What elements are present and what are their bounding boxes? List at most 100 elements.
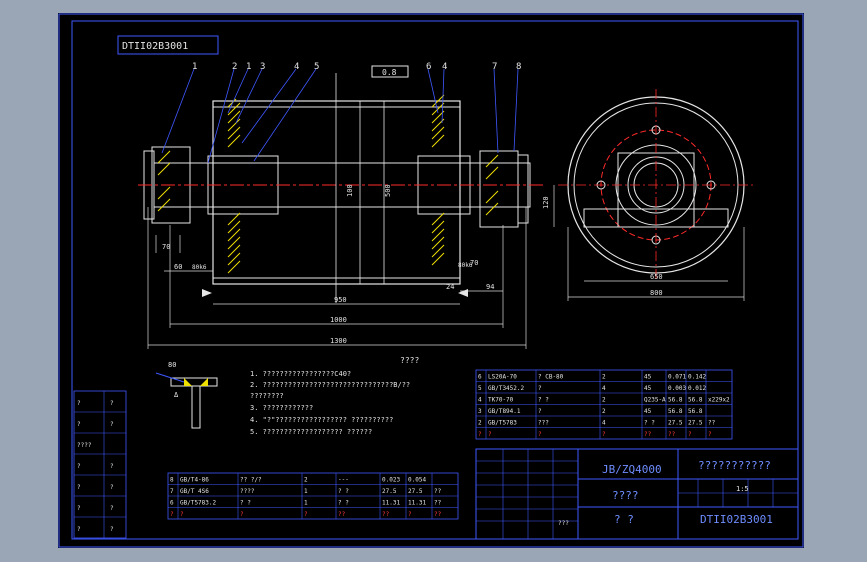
parts-right-cell: TK70-70: [488, 397, 514, 404]
dim-bearing-right: 80k6: [458, 262, 473, 269]
weld-detail: 80 Δ: [155, 361, 218, 429]
parts-right-cell: 0.003: [668, 385, 686, 392]
parts-right-cell: Q235-A: [644, 397, 666, 404]
parts-left-cell: ??: [434, 500, 442, 507]
left-table-cell: ????: [77, 442, 92, 449]
parts-right-cell: LS20A-70: [488, 374, 517, 381]
hatch-left-bottom: [227, 212, 241, 274]
note-2: 2. ???????????????????????????????B/??: [250, 381, 410, 389]
parts-right-cell: 27.5: [668, 420, 683, 427]
dim-shaft-d: 100: [346, 184, 354, 197]
left-table-cell: ?: [110, 484, 114, 491]
parts-right-cell: ???: [538, 420, 549, 427]
title-scale: 1:5: [736, 485, 749, 493]
parts-left-cell: 27.5: [382, 488, 397, 495]
dim-drum: 950: [334, 296, 347, 304]
drawing-sheet: DTII02B3001: [58, 13, 804, 548]
leader-num-5: 4: [294, 62, 299, 72]
left-table-cell: ?: [77, 421, 81, 428]
left-table-cell: ?: [110, 463, 114, 470]
hatch-bearings: [157, 150, 499, 216]
leader-num-2: 2: [232, 62, 237, 72]
leader-num-10: 8: [516, 62, 521, 72]
left-side-table: ????????????????: [73, 390, 127, 539]
leader-num-4: 3: [260, 62, 265, 72]
left-table-cell: ?: [77, 526, 81, 533]
parts-left-cell: ?: [304, 511, 308, 518]
parts-left-cell: ? ?: [338, 500, 349, 507]
note-2b: ????????: [250, 392, 284, 400]
parts-left-cell: GB/T 4S6: [180, 488, 209, 495]
title-drawing-no: DTII02B3001: [700, 513, 773, 526]
parts-right-cell: 56.8: [668, 397, 683, 404]
parts-right-cell: ? ?: [538, 397, 549, 404]
parts-right-cell: 56.8: [668, 408, 683, 415]
title-sub: ????: [612, 489, 639, 502]
parts-left-cell: ??: [338, 511, 346, 518]
parts-left-cell: 2: [304, 477, 308, 484]
weld-plate: [170, 377, 218, 387]
left-table-cell: ?: [110, 400, 114, 407]
parts-left-cell: ??: [434, 511, 442, 518]
parts-right-cell: 27.5: [688, 420, 703, 427]
inner-border: [71, 20, 799, 540]
left-table-cell: ?: [110, 421, 114, 428]
parts-left-cell: GB/T4-86: [180, 477, 209, 484]
parts-left-cell: ??: [434, 488, 442, 495]
parts-left-cell: 1: [304, 500, 308, 507]
note-1: 1. ?????????????????C40?: [250, 370, 351, 378]
parts-left-cell: ? ?: [338, 488, 349, 495]
parts-right-cell: ?: [538, 431, 542, 438]
left-table-cell: ?: [77, 505, 81, 512]
title-name: ???????????: [698, 459, 771, 472]
parts-right-cell: GB/T894.1: [488, 408, 521, 415]
hatch-left-top: [227, 98, 241, 148]
parts-right-cell: 0.142: [688, 374, 706, 381]
dim-side-overall: 800: [650, 289, 663, 297]
parts-left-cell: 8: [170, 477, 174, 484]
parts-left-cell: 1: [304, 488, 308, 495]
hatch-right-bottom: [431, 212, 445, 266]
left-table-cell: ?: [77, 463, 81, 470]
outer-border: [58, 13, 804, 548]
left-table-cell: ?: [77, 400, 81, 407]
parts-right-cell: ?: [538, 385, 542, 392]
leader-numbers: 1 2 1 3 4 5 6 4 7 8: [192, 62, 521, 72]
parts-right-cell: 4: [602, 420, 606, 427]
weld-leader: [155, 372, 185, 383]
title-block-frame: [475, 448, 799, 540]
parts-left-cell: ?: [240, 511, 244, 518]
dimension-lines: [147, 207, 527, 349]
parts-left-cell: ?: [180, 511, 184, 518]
note-3: 3. ????????????: [250, 404, 313, 412]
tolerance-value: 0.8: [382, 68, 397, 77]
leader-num-7: 6: [426, 62, 431, 72]
dim-small-right: 70: [470, 259, 478, 267]
parts-right-cell: 2: [602, 408, 606, 415]
notes-block: 1. ?????????????????C40? 2. ????????????…: [250, 370, 410, 436]
parts-right-cell: 2: [602, 397, 606, 404]
arrow-right: [458, 289, 468, 297]
notes-title: ????: [400, 356, 419, 365]
parts-left-cell: 11.31: [382, 500, 400, 507]
right-bearing-cap: [517, 154, 529, 224]
left-table-cell: ?: [77, 484, 81, 491]
title-sheet: ? ?: [614, 513, 634, 526]
parts-right-cell: GB/T3452.2: [488, 385, 525, 392]
title-block: JB/ZQ4000 ??????????? ???? DTII02B3001 ?…: [475, 448, 799, 540]
right-bearing-housing: [479, 150, 519, 228]
side-dimensions: [553, 185, 745, 301]
dim-right-b: 94: [486, 283, 494, 291]
dim-middle: 1000: [330, 316, 347, 324]
note-4: 4. "?"????????????????? ??????????: [250, 416, 393, 424]
dim-drum-d: 500: [384, 184, 392, 197]
title-company: ???: [558, 520, 569, 527]
parts-right-cell: ? CB-80: [538, 374, 564, 381]
parts-right-cell: x229x2: [708, 397, 730, 404]
note-5: 5. ??????????????????? ??????: [250, 428, 372, 436]
parts-right-cell: ??: [644, 431, 652, 438]
parts-left-cell: 0.023: [382, 477, 400, 484]
parts-right-cell: 4: [602, 385, 606, 392]
parts-right-cell: ?: [602, 431, 606, 438]
